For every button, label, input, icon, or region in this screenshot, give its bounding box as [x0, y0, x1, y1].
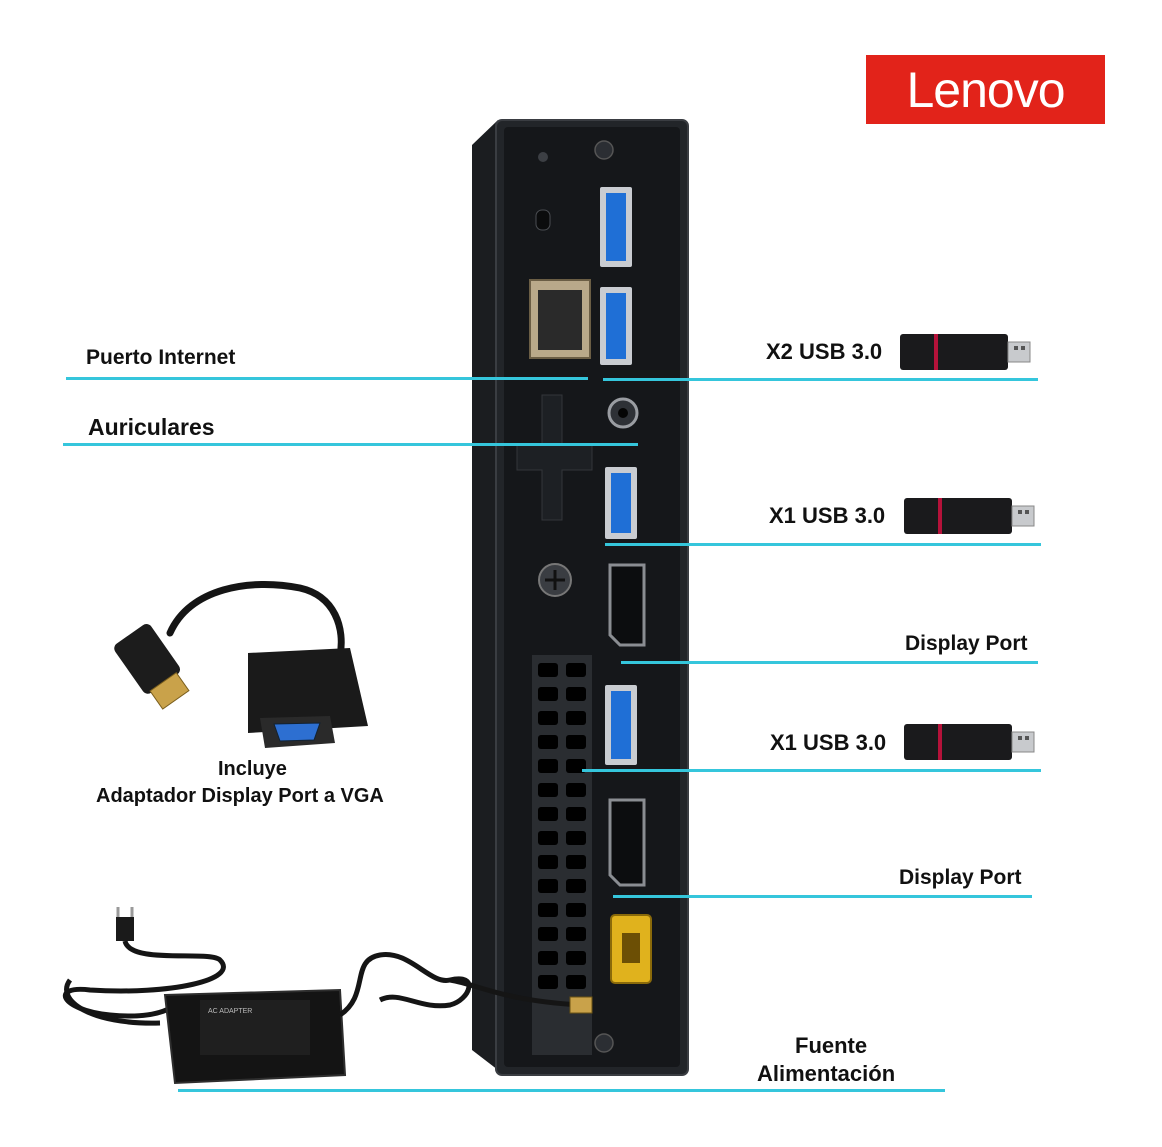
label-auriculares: Auriculares — [88, 414, 215, 440]
usb-flash-drive-icon — [900, 334, 1031, 370]
leader-line-auriculares — [63, 443, 638, 446]
svg-text:AC ADAPTER: AC ADAPTER — [208, 1008, 252, 1015]
label-incluye: Incluye — [218, 758, 287, 780]
label-fuente: Fuente — [795, 1033, 868, 1058]
label-display-port-1: Display Port — [905, 632, 1028, 655]
mini-pc-rear-panel-icon — [472, 119, 689, 1076]
logo-text: Lenovo — [906, 61, 1065, 118]
leader-line-usb-top — [603, 378, 1038, 381]
leader-line-fuente — [178, 1089, 945, 1092]
leader-line-puerto-internet — [66, 377, 588, 380]
label-alimentacion: Alimentación — [757, 1061, 896, 1086]
leader-line-usb-mid — [605, 543, 1041, 546]
leader-line-usb-low — [582, 769, 1041, 772]
label-usb-mid: X1 USB 3.0 — [769, 503, 886, 528]
leader-line-display-port-1 — [621, 661, 1038, 664]
label-usb-top: X2 USB 3.0 — [766, 339, 883, 364]
label-usb-low: X1 USB 3.0 — [770, 730, 887, 755]
lenovo-logo: Lenovo — [866, 55, 1105, 124]
usb-flash-drive-icon — [904, 724, 1035, 760]
leader-line-display-port-2 — [613, 895, 1032, 898]
label-puerto-internet: Puerto Internet — [86, 346, 236, 369]
displayport-vga-adapter-icon — [114, 580, 368, 748]
label-display-port-2: Display Port — [899, 866, 1022, 889]
ac-power-adapter-icon: AC ADAPTER — [63, 907, 593, 1085]
usb-flash-drive-icon — [904, 498, 1035, 534]
label-adaptador: Adaptador Display Port a VGA — [96, 785, 384, 807]
